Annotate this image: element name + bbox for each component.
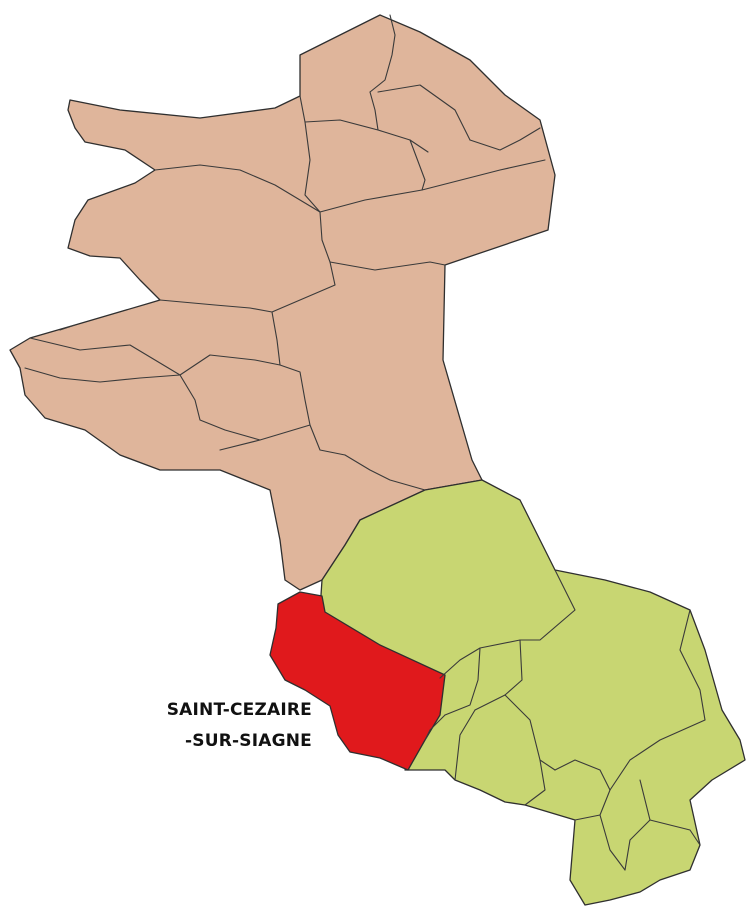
saint-cezaire-sur-siagne-commune[interactable] [269, 591, 446, 771]
northern-commune-borders [24, 14, 546, 491]
southern-commune-borders [424, 569, 706, 871]
commune-label-line-1: SAINT-CEZAIRE [166, 700, 312, 720]
northern-region [9, 14, 556, 591]
commune-label-line-2: -SUR-SIAGNE [185, 731, 312, 751]
